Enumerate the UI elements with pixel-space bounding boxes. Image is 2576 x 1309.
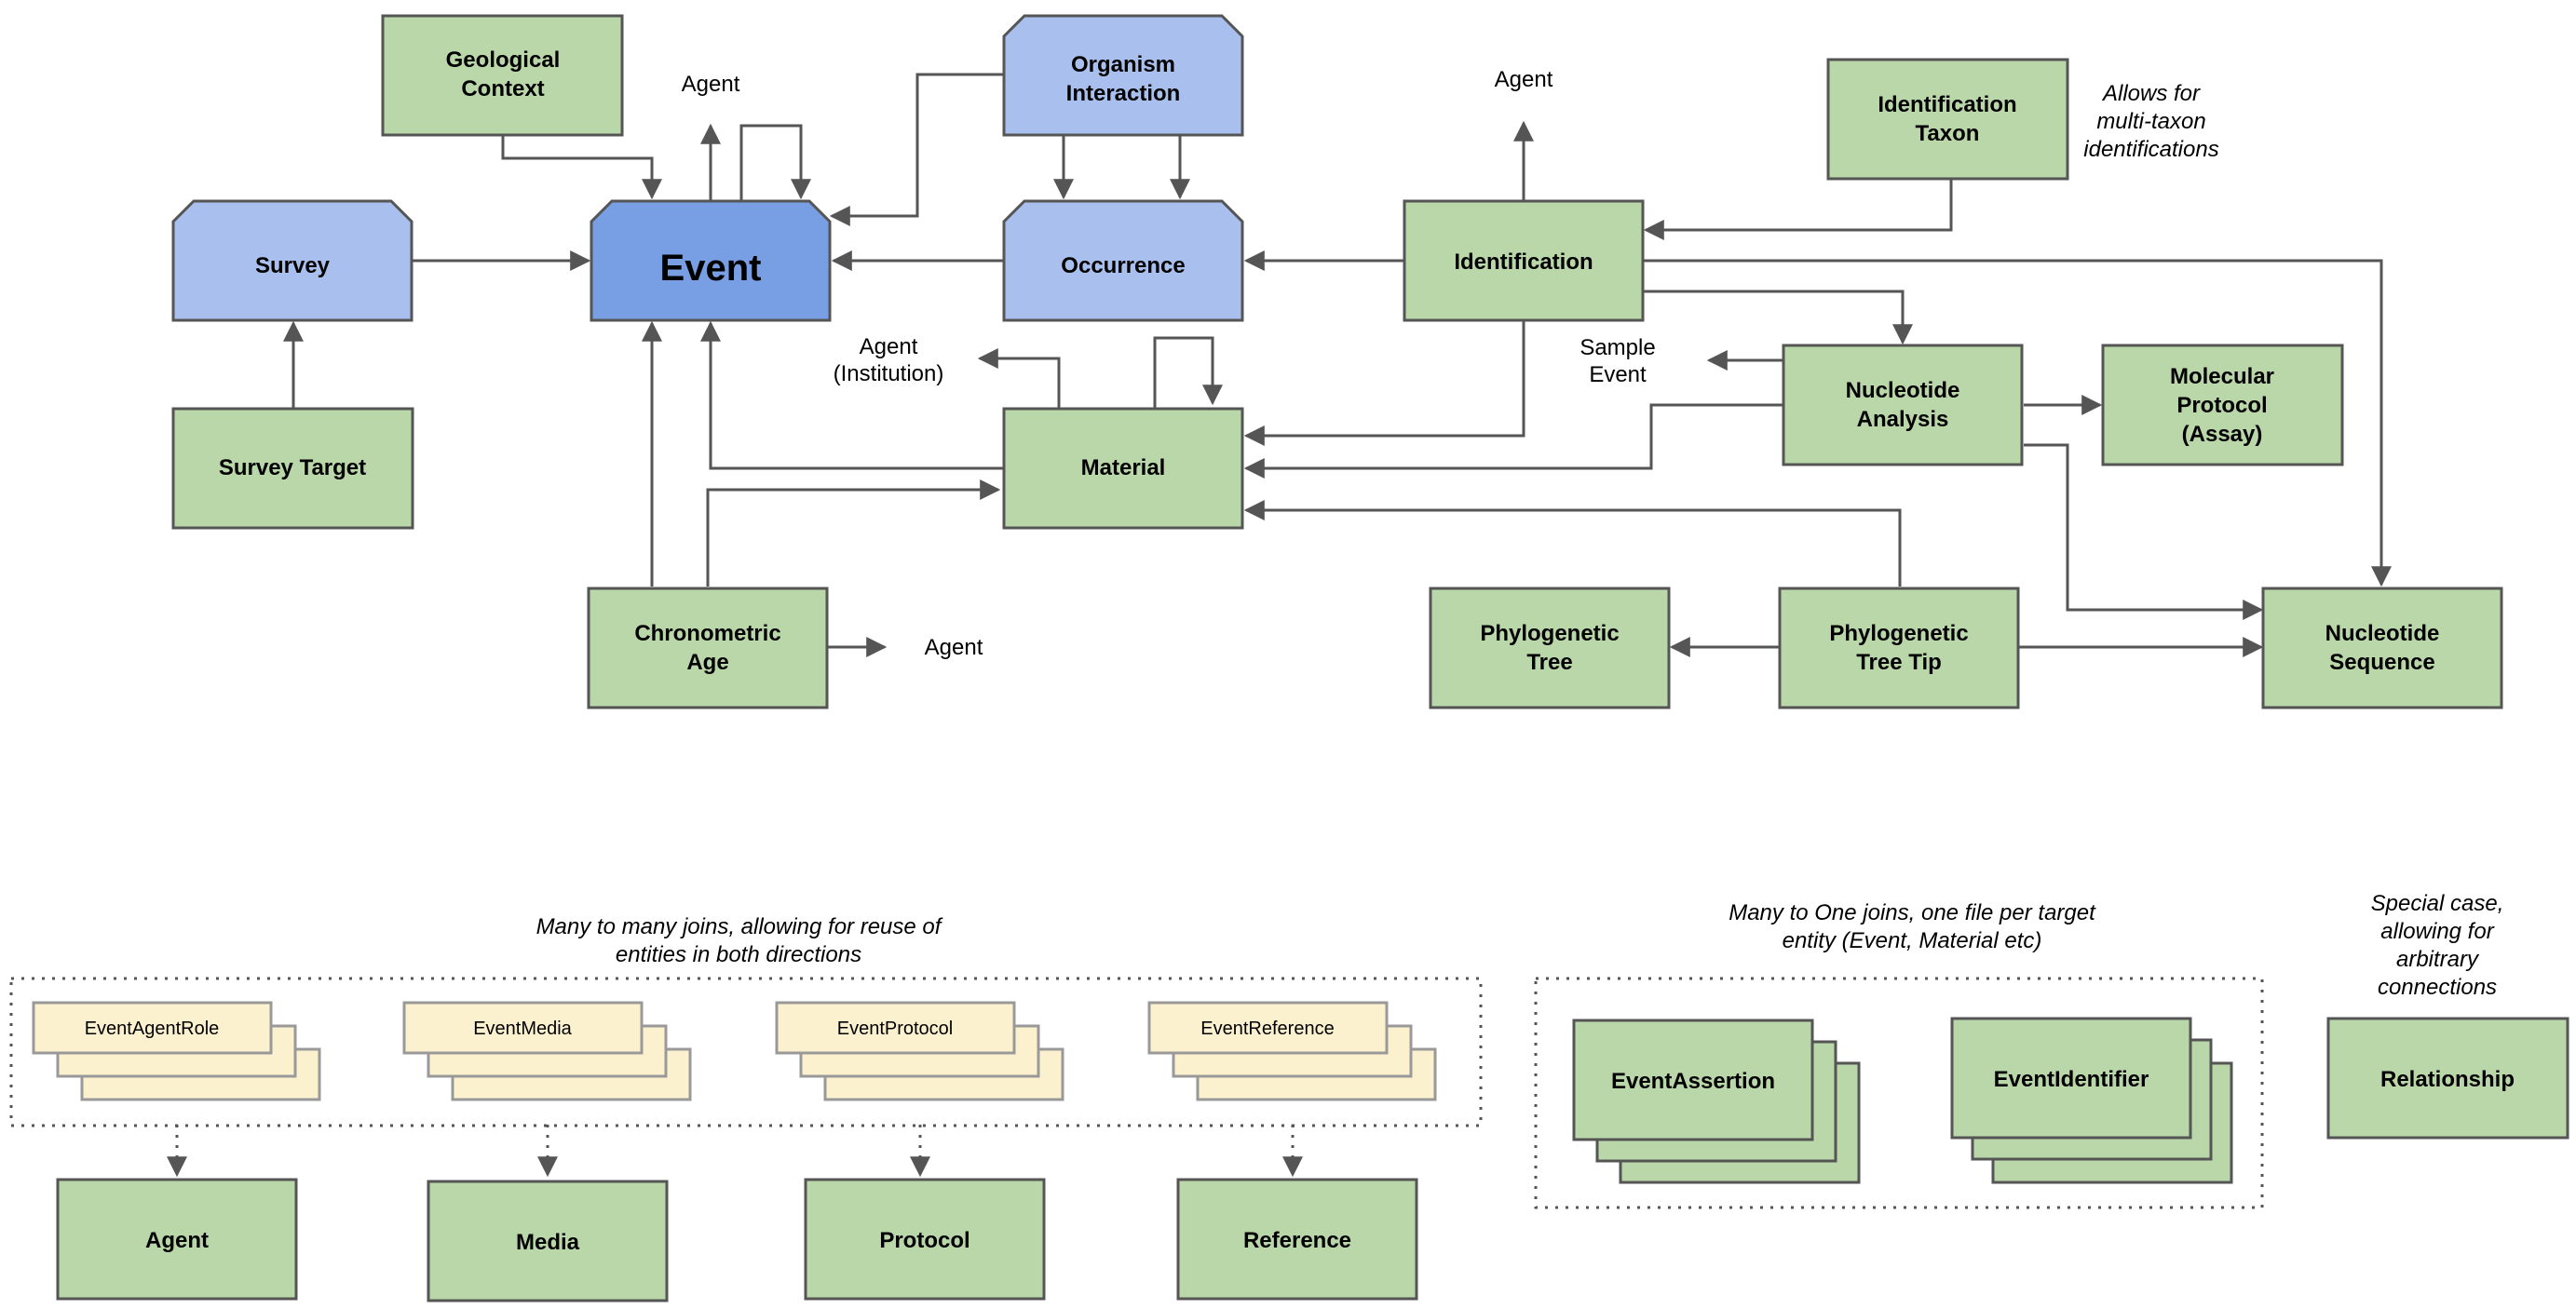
phylogenetic-tree-line2: Tree bbox=[1526, 650, 1572, 675]
entity-survey-target[interactable]: Survey Target bbox=[171, 407, 414, 530]
connector-taxon-to-identification bbox=[1643, 180, 1953, 240]
entity-chronometric-age[interactable]: Chronometric Age bbox=[587, 587, 829, 709]
entity-phylogenetic-tree-tip[interactable]: Phylogenetic Tree Tip bbox=[1778, 587, 2020, 709]
organism-interaction-line2: Interaction bbox=[1066, 81, 1181, 106]
entity-media[interactable]: Media bbox=[427, 1180, 669, 1302]
connector-analysis-to-sequence bbox=[2024, 443, 2264, 620]
survey-label: Survey bbox=[255, 253, 331, 278]
note-special-case-line4: connections bbox=[2378, 975, 2497, 1000]
entity-survey[interactable]: Survey bbox=[171, 199, 414, 322]
molecular-protocol-line2: Protocol bbox=[2176, 393, 2267, 418]
occurrence-label: Occurrence bbox=[1061, 253, 1185, 278]
note-many-to-many-line1: Many to many joins, allowing for reuse o… bbox=[536, 914, 943, 939]
entity-organism-interaction[interactable]: Organism Interaction bbox=[1002, 14, 1244, 137]
connector-treetip-to-material bbox=[1243, 500, 1902, 587]
event-protocol-label: EventProtocol bbox=[837, 1019, 954, 1039]
connector-geological-to-event bbox=[501, 135, 662, 200]
stack-event-assertion[interactable]: EventAssertion bbox=[1572, 1019, 1861, 1184]
phylogenetic-tree-tip-line2: Tree Tip bbox=[1856, 650, 1942, 675]
material-label: Material bbox=[1081, 455, 1166, 480]
entity-protocol[interactable]: Protocol bbox=[804, 1178, 1046, 1301]
many-to-one-container bbox=[1534, 977, 2264, 1209]
entity-event[interactable]: Event bbox=[590, 199, 832, 322]
chronometric-age-line2: Age bbox=[686, 650, 728, 675]
connector-identification-to-analysis bbox=[1642, 290, 1913, 345]
join-table-event-reference[interactable]: EventReference bbox=[1147, 1001, 1437, 1101]
join-table-event-agent-role[interactable]: EventAgentRole bbox=[32, 1001, 321, 1101]
survey-target-label: Survey Target bbox=[219, 455, 366, 480]
note-many-to-one-line1: Many to One joins, one file per target bbox=[1729, 900, 2096, 925]
entity-reference[interactable]: Reference bbox=[1176, 1178, 1418, 1301]
entity-nucleotide-sequence[interactable]: Nucleotide Sequence bbox=[2261, 587, 2503, 709]
event-identifier-label: EventIdentifier bbox=[1994, 1067, 2149, 1092]
identification-taxon-line2: Taxon bbox=[1916, 121, 1980, 146]
entity-agent[interactable]: Agent bbox=[56, 1178, 298, 1301]
note-multi-taxon-line1: Allows for bbox=[2101, 81, 2201, 106]
entity-identification-taxon[interactable]: Identification Taxon bbox=[1826, 58, 2069, 181]
protocol-label: Protocol bbox=[879, 1228, 969, 1253]
label-sample-event-line1: Sample bbox=[1579, 335, 1655, 360]
relationship-label: Relationship bbox=[2380, 1067, 2515, 1092]
connector-analysis-to-material bbox=[1243, 403, 1783, 479]
nucleotide-analysis-line1: Nucleotide bbox=[1846, 378, 1960, 403]
label-sample-event-line2: Event bbox=[1589, 362, 1647, 387]
agent-label: Agent bbox=[145, 1228, 209, 1253]
nucleotide-sequence-line2: Sequence bbox=[2329, 650, 2434, 675]
join-table-event-media[interactable]: EventMedia bbox=[402, 1001, 692, 1101]
note-many-to-one-line2: entity (Event, Material etc) bbox=[1783, 928, 2042, 953]
connector-identification-to-material bbox=[1243, 319, 1525, 446]
identification-label: Identification bbox=[1454, 250, 1593, 275]
label-agent-institution-line1: Agent bbox=[860, 334, 918, 359]
entity-phylogenetic-tree[interactable]: Phylogenetic Tree bbox=[1429, 587, 1671, 709]
phylogenetic-tree-line1: Phylogenetic bbox=[1480, 621, 1619, 646]
event-label: Event bbox=[660, 248, 762, 289]
label-agent-institution-line2: (Institution) bbox=[834, 361, 944, 386]
molecular-protocol-line1: Molecular bbox=[2170, 364, 2274, 389]
entity-material[interactable]: Material bbox=[1002, 407, 1244, 530]
event-media-label: EventMedia bbox=[473, 1019, 572, 1039]
event-assertion-label: EventAssertion bbox=[1611, 1069, 1775, 1094]
note-special-case-line3: arbitrary bbox=[2396, 947, 2480, 972]
geological-context-line1: Geological bbox=[446, 47, 561, 73]
entity-molecular-protocol[interactable]: Molecular Protocol (Assay) bbox=[2101, 344, 2344, 466]
entity-occurrence[interactable]: Occurrence bbox=[1002, 199, 1244, 322]
note-special-case-line2: allowing for bbox=[2380, 919, 2494, 944]
nucleotide-analysis-line2: Analysis bbox=[1857, 407, 1949, 432]
phylogenetic-tree-tip-line1: Phylogenetic bbox=[1829, 621, 1968, 646]
stack-event-identifier[interactable]: EventIdentifier bbox=[1950, 1017, 2233, 1184]
geological-context-line2: Context bbox=[461, 76, 544, 101]
chronometric-age-line1: Chronometric bbox=[634, 621, 780, 646]
note-special-case-line1: Special case, bbox=[2371, 891, 2504, 916]
connector-organism-to-event bbox=[829, 73, 1004, 226]
connector-identification-to-sequence bbox=[1642, 259, 2392, 587]
connector-material-to-agent-institution bbox=[977, 348, 1061, 408]
nucleotide-sequence-line1: Nucleotide bbox=[2325, 621, 2440, 646]
event-agent-role-label: EventAgentRole bbox=[85, 1019, 220, 1039]
note-multi-taxon-line2: multi-taxon bbox=[2096, 109, 2205, 134]
organism-interaction-line1: Organism bbox=[1071, 52, 1175, 77]
media-label: Media bbox=[516, 1230, 580, 1255]
label-agent-event: Agent bbox=[682, 72, 740, 97]
connector-chronometric-to-material bbox=[706, 479, 1001, 587]
entity-identification[interactable]: Identification bbox=[1403, 199, 1645, 322]
note-many-to-many-line2: entities in both directions bbox=[616, 942, 861, 967]
label-agent-identification: Agent bbox=[1495, 67, 1553, 92]
connector-material-to-event bbox=[700, 320, 1004, 470]
note-multi-taxon-line3: identifications bbox=[2083, 137, 2218, 162]
connector-event-self-loop bbox=[739, 124, 811, 200]
entity-relationship[interactable]: Relationship bbox=[2326, 1017, 2569, 1140]
connector-material-self-loop bbox=[1153, 336, 1223, 408]
join-table-event-protocol[interactable]: EventProtocol bbox=[775, 1001, 1064, 1101]
molecular-protocol-line3: (Assay) bbox=[2182, 422, 2263, 447]
reference-label: Reference bbox=[1243, 1228, 1351, 1253]
connectors bbox=[167, 73, 2392, 1178]
identification-taxon-line1: Identification bbox=[1878, 92, 2016, 117]
label-agent-chronometric: Agent bbox=[925, 635, 983, 660]
entity-geological-context[interactable]: Geological Context bbox=[381, 14, 624, 137]
entity-nucleotide-analysis[interactable]: Nucleotide Analysis bbox=[1782, 344, 2024, 466]
event-reference-label: EventReference bbox=[1200, 1019, 1334, 1039]
